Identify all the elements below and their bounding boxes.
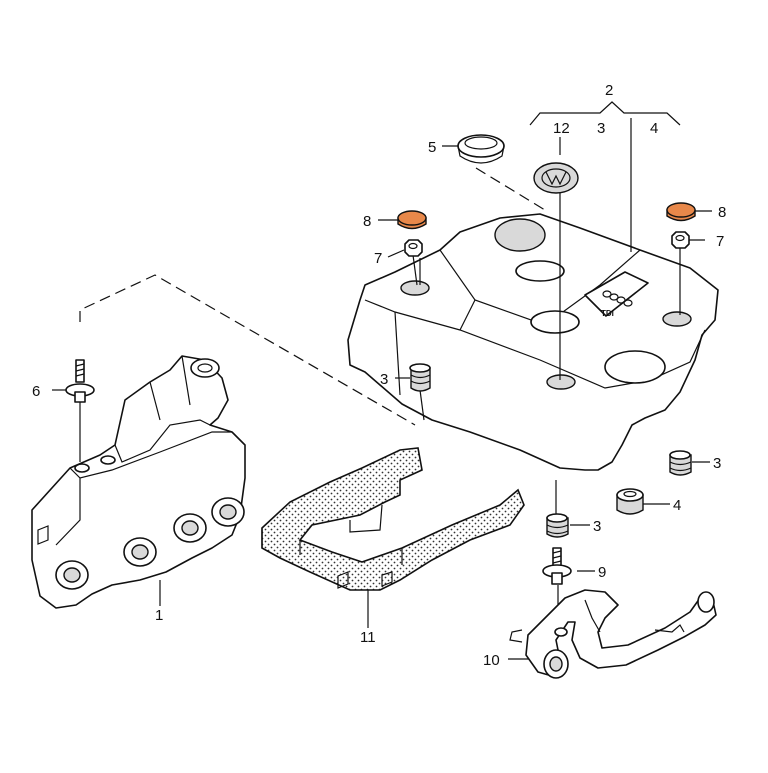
stud-bolt-lower xyxy=(542,547,572,585)
callout-c6: 6 xyxy=(32,383,40,400)
grommet-b xyxy=(669,450,692,476)
seal-ring xyxy=(457,134,505,164)
nut-right xyxy=(671,231,690,249)
cap-left xyxy=(397,210,427,230)
callout-c12: 12 xyxy=(553,120,570,137)
grommet-c xyxy=(546,513,569,538)
tdi-badge-text: TDI xyxy=(601,309,614,318)
stud-bolt-left xyxy=(65,359,95,403)
callout-c4b: 4 xyxy=(673,497,681,514)
callout-c8a: 8 xyxy=(363,213,371,230)
callout-c3c: 3 xyxy=(713,455,721,472)
callout-c10: 10 xyxy=(483,652,500,669)
callout-c2: 2 xyxy=(605,82,613,99)
insulation-mat xyxy=(261,447,525,591)
callout-c11: 11 xyxy=(360,629,376,646)
callout-c1: 1 xyxy=(155,607,163,624)
callout-c9: 9 xyxy=(598,564,606,581)
callout-c3d: 3 xyxy=(593,518,601,535)
callout-c7a: 7 xyxy=(374,250,382,267)
tdi-badge: TDI xyxy=(584,271,649,318)
rubber-mount xyxy=(616,488,644,515)
grommet-a xyxy=(409,363,431,392)
coolant-pipe xyxy=(509,589,717,679)
callout-c7b: 7 xyxy=(716,233,724,250)
cap-right-top xyxy=(666,202,696,218)
cap-right xyxy=(666,202,696,222)
emblem xyxy=(533,162,579,194)
callout-c5: 5 xyxy=(428,139,436,156)
leader-lines xyxy=(52,101,712,660)
callout-c4a: 4 xyxy=(650,120,658,137)
cap-left-top xyxy=(397,210,427,226)
callout-c8b: 8 xyxy=(718,204,726,221)
callout-c3b: 3 xyxy=(380,371,388,388)
callout-labels: 2 12 3 4 5 8 8 7 7 3 6 3 4 3 9 1 11 10 xyxy=(32,82,726,669)
nut-left xyxy=(404,239,423,257)
engine-cover: TDI xyxy=(347,213,719,471)
exhaust-manifold xyxy=(31,355,246,609)
callout-c3a: 3 xyxy=(597,120,605,137)
